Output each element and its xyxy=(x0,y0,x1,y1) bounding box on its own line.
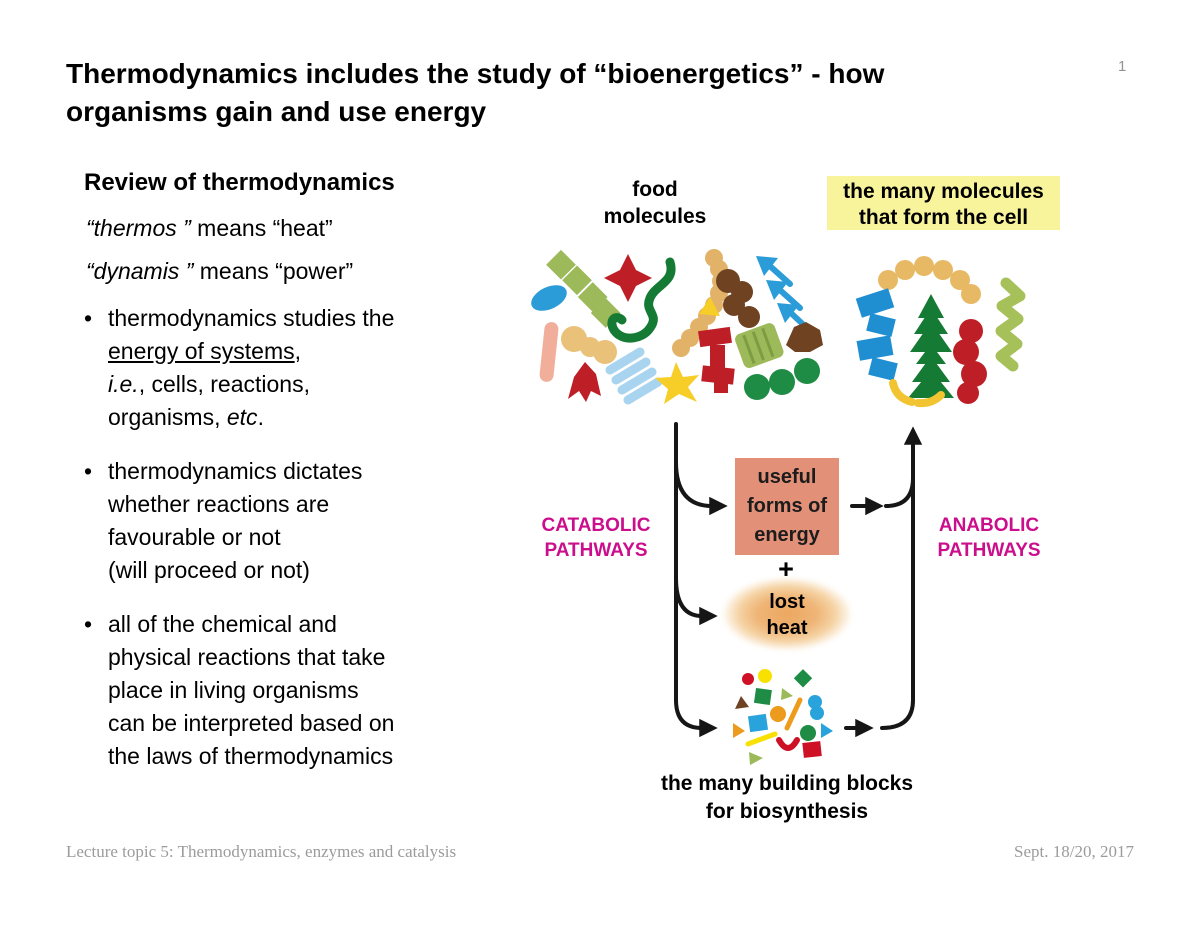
bullet1-underlined: energy of systems xyxy=(108,338,295,364)
lost-heat-ellipse: lost heat xyxy=(720,576,854,652)
food-molecules-cluster xyxy=(531,249,823,405)
bullet1-etc: etc xyxy=(226,404,258,430)
green-tree-polymer xyxy=(908,294,954,398)
anabolic-bottom-curve xyxy=(880,698,915,730)
review-heading: Review of thermodynamics xyxy=(84,169,395,196)
green-zigzag-polymer xyxy=(995,277,1026,372)
blue-arrows-shape xyxy=(756,256,812,333)
bullet-laws-of-thermodynamics: all of the chemical and physical reactio… xyxy=(84,608,516,773)
metabolism-diagram xyxy=(531,249,1026,765)
anabolic-pathways-label: ANABOLIC PATHWAYS xyxy=(937,515,1041,561)
red-blob-polymer xyxy=(953,319,987,404)
slide-title: Thermodynamics includes the study of “bi… xyxy=(66,55,1086,131)
bullet1-line1: thermodynamics studies the xyxy=(108,305,395,331)
lost-heat-label: lost heat xyxy=(766,591,808,639)
bullet-dictates-reactions: thermodynamics dictates whether reaction… xyxy=(84,455,516,587)
bead-arc-shape xyxy=(878,256,981,304)
blue-block-chain xyxy=(855,288,898,381)
etymology-thermos: “thermos ” means “heat” xyxy=(86,212,516,245)
red-star-shape xyxy=(604,254,652,302)
useful-energy-box: useful forms of energy xyxy=(735,458,839,555)
bullet-list: thermodynamics studies the energy of sys… xyxy=(84,302,516,773)
bullet1-period: . xyxy=(257,404,264,430)
cell-molecules-label: the many molecules that form the cell xyxy=(827,176,1060,230)
tan-blob-shape xyxy=(561,326,617,364)
bullet1-line3: , cells, reactions, xyxy=(138,371,310,397)
catabolic-pathways-label: CATABOLIC PATHWAYS xyxy=(541,515,651,561)
cell-molecules-cluster xyxy=(855,256,1026,408)
bullet1-ie: i.e. xyxy=(108,371,139,397)
pathway-arrows xyxy=(674,422,923,738)
etymology-dynamis-term: “dynamis ” xyxy=(86,258,194,284)
yellow-crescent-shape xyxy=(889,379,945,408)
food-molecules-label: food molecules xyxy=(603,178,707,228)
green-cylinder-shape xyxy=(735,323,784,369)
bullet1-line4: organisms, xyxy=(108,404,227,430)
etymology-thermos-rest: means “heat” xyxy=(190,215,333,241)
slide-title-line2: organisms gain and use energy xyxy=(66,96,487,127)
bullet-energy-of-systems: thermodynamics studies the energy of sys… xyxy=(84,302,516,434)
bullet1-comma: , xyxy=(294,338,302,364)
etymology-dynamis-rest: means “power” xyxy=(193,258,354,284)
review-text-panel: Review of thermodynamics “thermos ” mean… xyxy=(84,168,516,794)
lost-heat-glow xyxy=(720,576,854,652)
branch-to-useful-energy-arrow xyxy=(674,460,728,516)
brown-blob-chain xyxy=(716,269,760,328)
slide-title-line1: Thermodynamics includes the study of “bi… xyxy=(66,58,885,89)
building-blocks-cluster xyxy=(733,669,833,765)
catabolic-pipe-arrow xyxy=(674,422,718,738)
useful-energy-join-curve xyxy=(884,476,915,508)
green-squiggle-shape xyxy=(607,257,676,343)
page-number: 1 xyxy=(1118,58,1127,75)
etymology-dynamis: “dynamis ” means “power” xyxy=(86,255,516,288)
blue-wavy-shape xyxy=(605,347,663,405)
footer-date: Sept. 18/20, 2017 xyxy=(1014,842,1134,861)
yellow-star-shape xyxy=(655,362,699,404)
red-block-chain xyxy=(698,326,735,393)
branch-to-lost-heat-arrow xyxy=(674,576,718,626)
building-blocks-label: the many building blocks for biosynthesi… xyxy=(660,772,914,823)
etymology-thermos-term: “thermos ” xyxy=(86,215,191,241)
footer-lecture-topic: Lecture topic 5: Thermodynamics, enzymes… xyxy=(66,842,457,861)
